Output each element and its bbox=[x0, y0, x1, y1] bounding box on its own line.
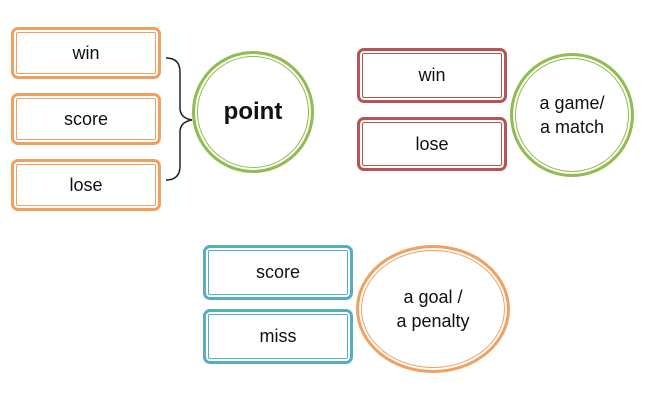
verb-box-miss: miss bbox=[203, 309, 353, 364]
verb-label: win bbox=[72, 42, 100, 63]
noun-circle-goal-penalty: a goal / a penalty bbox=[356, 245, 510, 373]
noun-circle-point: point bbox=[192, 51, 314, 173]
verb-label: lose bbox=[69, 174, 103, 195]
verb-box-win: win bbox=[357, 48, 507, 103]
noun-circle-game-match: a game/ a match bbox=[510, 53, 634, 177]
noun-label: a game/ a match bbox=[539, 92, 605, 137]
verb-label: lose bbox=[415, 133, 449, 154]
verb-label: score bbox=[63, 108, 108, 129]
verb-box-score: score bbox=[11, 93, 161, 145]
verb-box-lose: lose bbox=[11, 159, 161, 211]
verb-label: score bbox=[255, 262, 300, 282]
verb-box-score: score bbox=[203, 245, 353, 300]
verb-label: miss bbox=[259, 326, 297, 346]
verb-box-win: win bbox=[11, 27, 161, 79]
verb-box-lose: lose bbox=[357, 117, 507, 171]
noun-label: a goal / a penalty bbox=[396, 286, 470, 331]
noun-label: point bbox=[223, 97, 283, 125]
verb-label: win bbox=[418, 65, 446, 85]
